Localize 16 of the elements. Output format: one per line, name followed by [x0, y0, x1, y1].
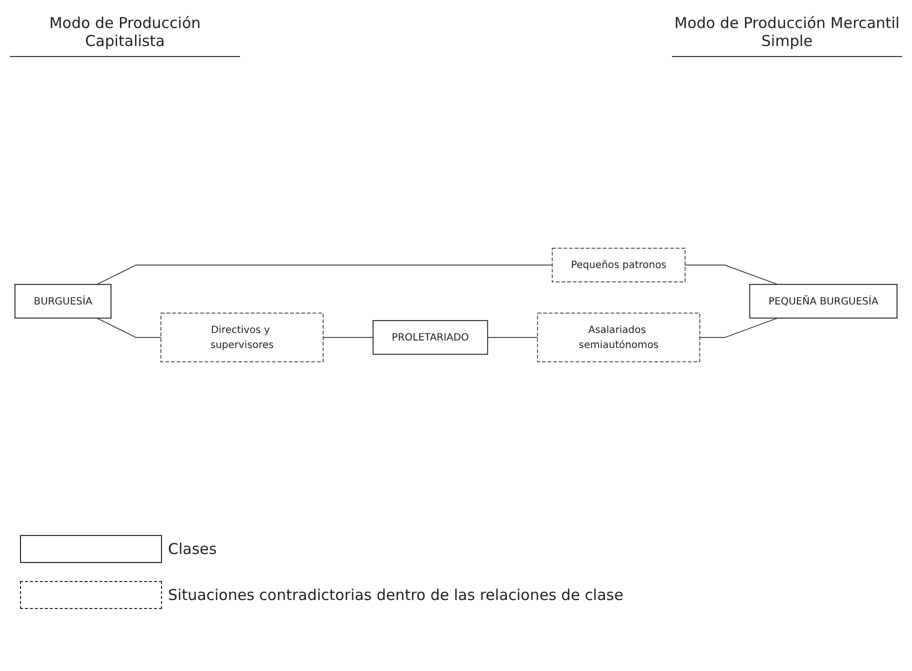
node-box: PROLETARIADO	[372, 320, 488, 355]
legend-text: Situaciones contradictorias dentro de las relaciones de clase	[168, 586, 624, 604]
connector	[699, 318, 778, 338]
connector	[96, 318, 162, 338]
node-box: Directivos y supervisores	[160, 312, 324, 362]
heading: Modo de Producción Mercantil Simple	[672, 14, 902, 57]
connector	[684, 264, 778, 285]
node-box: BURGUESÍA	[14, 284, 112, 319]
connector	[487, 337, 538, 338]
heading: Modo de Producción Capitalista	[10, 14, 240, 57]
node-box: PEQUEÑA BURGUESÍA	[749, 284, 898, 319]
node-box: Asalariados semiautónomos	[537, 312, 700, 362]
connector	[96, 264, 553, 285]
connector	[322, 337, 374, 338]
legend-text: Clases	[168, 540, 217, 558]
node-box: Pequeños patronos	[552, 248, 686, 282]
